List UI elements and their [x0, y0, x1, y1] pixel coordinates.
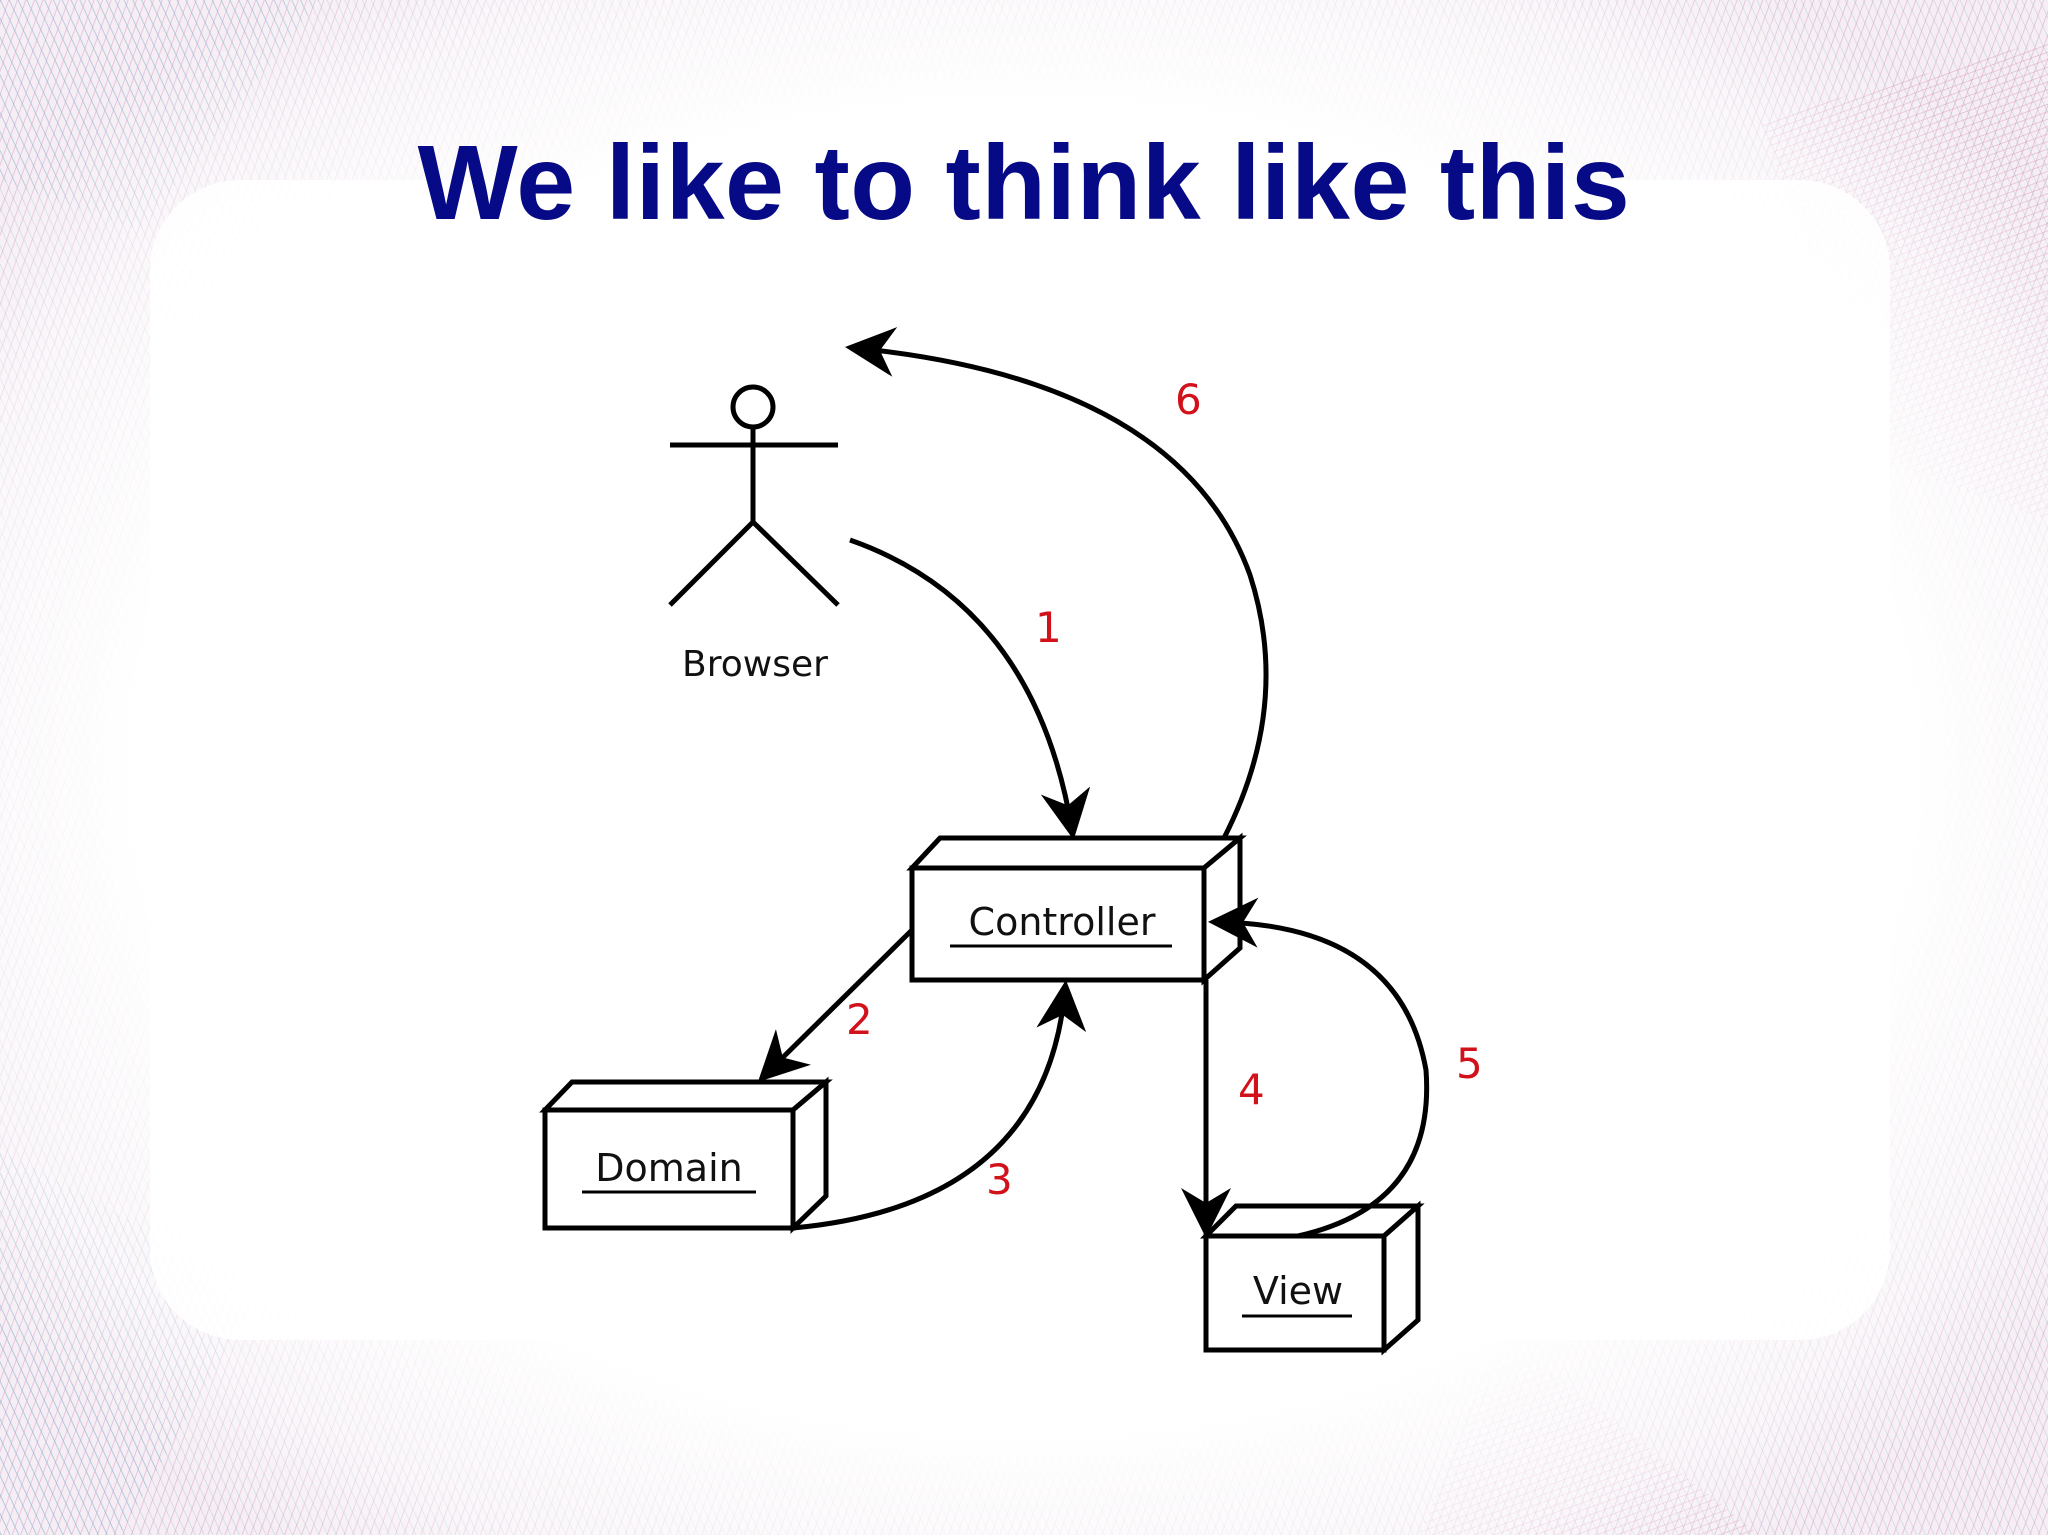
actor-head — [730, 384, 776, 430]
controller-label: Controller — [969, 900, 1156, 944]
arrow-1-browser-to-controller — [849, 537, 1091, 840]
step-number-6: 6 — [1175, 375, 1202, 424]
step-number-1: 1 — [1035, 603, 1062, 652]
domain-node — [539, 1076, 833, 1234]
slide-title: We like to think like this — [417, 124, 1631, 242]
browser-label: Browser — [682, 644, 828, 685]
arrow-2-controller-to-domain — [757, 928, 914, 1083]
step-number-4: 4 — [1238, 1065, 1265, 1114]
step-number-5: 5 — [1456, 1039, 1483, 1088]
arrow-5-view-to-controller — [1208, 897, 1430, 1239]
arrow-3-domain-to-controller — [792, 980, 1087, 1231]
domain-label: Domain — [595, 1146, 742, 1190]
step-number-3: 3 — [986, 1155, 1013, 1204]
arrow-6-controller-to-browser — [845, 327, 1269, 840]
step-number-2: 2 — [846, 995, 873, 1044]
view-label: View — [1253, 1269, 1343, 1313]
controller-node — [906, 832, 1247, 986]
view-node — [1199, 1200, 1425, 1356]
browser-actor — [668, 384, 840, 607]
